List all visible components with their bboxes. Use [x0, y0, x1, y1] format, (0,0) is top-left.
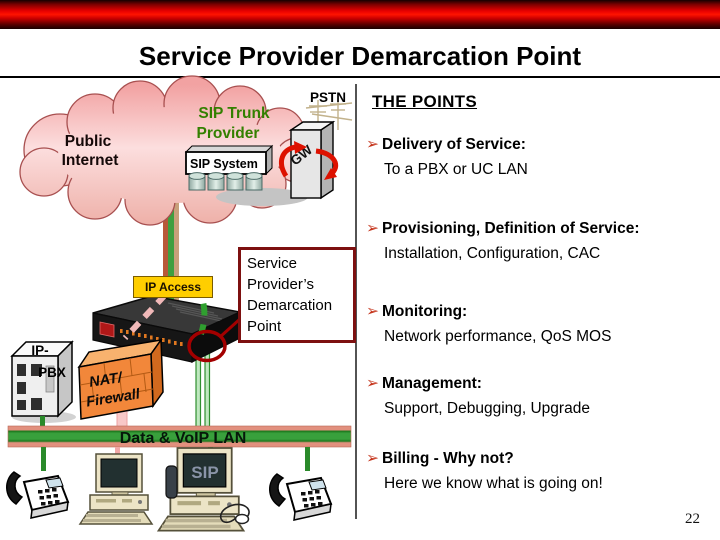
desk-phone-icon — [5, 471, 69, 519]
arrow-bullet-icon: ➢ — [366, 375, 379, 392]
point-billing: ➢Billing - Why not? Here we know what is… — [366, 446, 716, 496]
point-provisioning: ➢Provisioning, Definition of Service: In… — [366, 216, 716, 266]
demarcation-callout-text: Service Provider’s Demarcation Point — [247, 255, 333, 335]
slide-title: Service Provider Demarcation Point — [138, 41, 582, 71]
point-management: ➢Management: Support, Debugging, Upgrade — [366, 371, 716, 421]
point-sub: Support, Debugging, Upgrade — [384, 400, 590, 417]
mouse-icon — [219, 503, 250, 525]
desktop-computer-icon — [79, 453, 153, 525]
pstn-powerline-icon — [305, 98, 353, 138]
point-sub: Network performance, QoS MOS — [384, 328, 612, 345]
point-head: ➢Billing - Why not? — [366, 450, 514, 467]
ip-pbx-icon: IP- PBX — [10, 340, 74, 418]
sip-trunk-provider-label: SIP Trunk — [198, 105, 270, 122]
callout-connector — [218, 317, 242, 339]
ip-pbx-label: IP- — [31, 343, 48, 358]
internet-cloud — [19, 75, 320, 226]
nat-firewall-label: NAT/ — [88, 370, 125, 391]
sip-handset-icon — [165, 465, 178, 499]
lan-label: Data & VoIP LAN — [120, 430, 247, 447]
sip-trunk-provider-label: Provider — [197, 125, 260, 142]
wan-trunk-link — [163, 196, 179, 302]
arrow-bullet-icon: ➢ — [366, 220, 379, 237]
point-head: ➢Monitoring: — [366, 303, 468, 320]
pstn-label: PSTN — [310, 90, 346, 105]
arrow-bullet-icon: ➢ — [366, 450, 379, 467]
point-sub: To a PBX or UC LAN — [384, 161, 528, 178]
arrow-bullet-icon: ➢ — [366, 136, 379, 153]
page-number: 22 — [685, 511, 700, 527]
nat-firewall-icon: NAT/ Firewall — [77, 337, 164, 420]
sip-screen-label: SIP — [191, 463, 218, 482]
voip-path-dashed — [122, 292, 168, 341]
pbx-lan-link — [40, 416, 45, 427]
cloud-shadow — [216, 188, 308, 206]
title-rule — [0, 76, 720, 78]
sip-system-label: SIP System — [190, 157, 258, 171]
point-head: ➢Delivery of Service: — [366, 136, 526, 153]
ip-access-label: IP Access — [133, 276, 213, 298]
ip-pbx-label: PBX — [38, 365, 66, 380]
desk-phone-icon — [268, 473, 332, 521]
point-monitoring: ➢Monitoring: Network performance, QoS MO… — [366, 299, 716, 349]
gateway-icon: GW — [279, 120, 339, 200]
arrow-bullet-icon: ➢ — [366, 303, 379, 320]
point-sub: Here we know what is going on! — [384, 475, 603, 492]
point-head: ➢Management: — [366, 375, 482, 392]
sip-system-icon: SIP System — [184, 144, 274, 191]
point-sub: Installation, Configuration, CAC — [384, 245, 601, 262]
demarcation-circle — [187, 329, 227, 363]
demarcation-callout: Service Provider’s Demarcation Point — [238, 247, 356, 343]
lan-bus — [7, 425, 352, 448]
top-accent-bar — [0, 0, 720, 29]
points-title: THE POINTS — [372, 92, 478, 111]
point-head: ➢Provisioning, Definition of Service: — [366, 220, 640, 237]
point-delivery: ➢Delivery of Service: To a PBX or UC LAN — [366, 132, 716, 182]
public-internet-label: Internet — [62, 152, 119, 169]
public-internet-label: Public — [65, 133, 112, 150]
